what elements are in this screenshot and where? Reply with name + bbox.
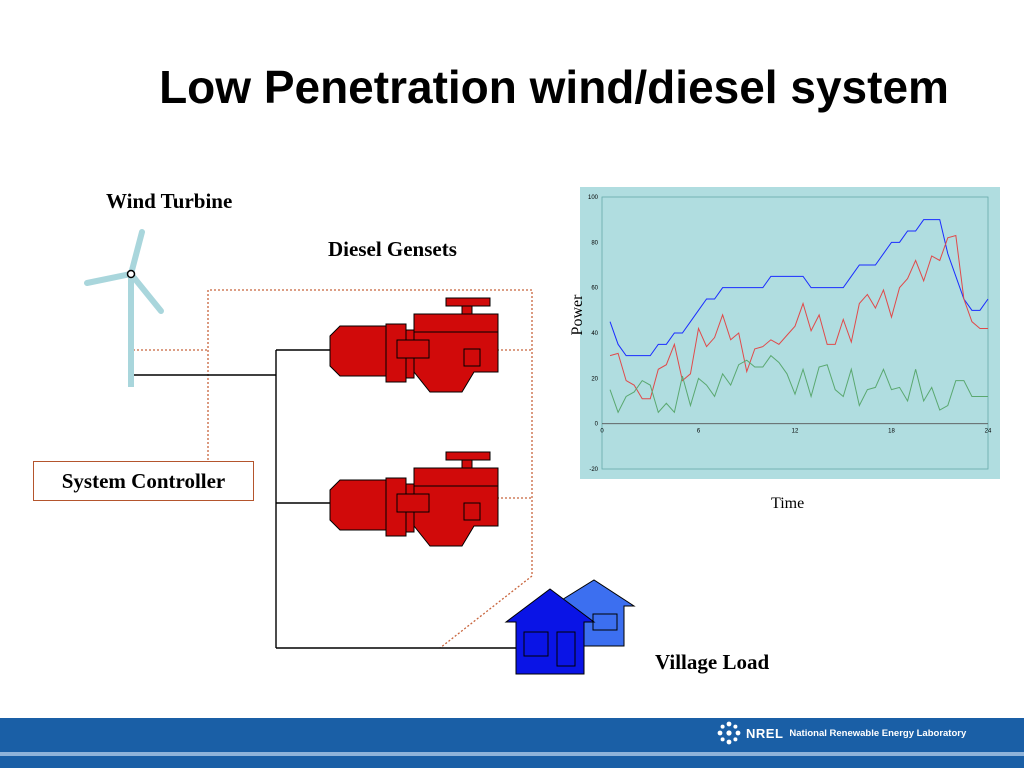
footer-stripe	[0, 752, 1024, 756]
system-diagram	[84, 229, 636, 675]
nrel-organization-name: National Renewable Energy Laboratory	[789, 727, 967, 739]
diesel-gensets-label: Diesel Gensets	[328, 237, 457, 261]
village-load-label: Village Load	[655, 650, 770, 674]
series-line-blue	[609, 219, 989, 357]
y-tick-label: 40	[591, 331, 598, 337]
series-line-green	[609, 354, 988, 414]
x-tick-label: 18	[888, 429, 895, 435]
wind-turbine-icon	[84, 229, 164, 387]
nrel-mark: NREL	[746, 725, 784, 741]
plot-area	[601, 196, 989, 470]
chart-x-axis-label: Time	[771, 495, 805, 512]
y-tick-label: 20	[591, 376, 598, 382]
chart-y-axis-label: Power	[569, 294, 586, 336]
x-tick-label: 24	[985, 429, 992, 435]
footer-band	[0, 718, 1024, 768]
diesel-genset-icon	[329, 451, 499, 547]
power-chart: -20 0 20 40 60 80 100 0 6 12 18 24	[580, 187, 1000, 479]
y-tick-label: 80	[591, 240, 598, 246]
x-tick-label: 6	[697, 429, 701, 435]
y-tick-label: -20	[589, 467, 598, 473]
series-line-red	[609, 234, 988, 400]
power-bus	[133, 349, 516, 649]
control-wiring	[133, 289, 533, 649]
x-tick-label: 0	[600, 429, 604, 435]
nrel-burst-icon	[717, 721, 741, 745]
village-house-icon	[504, 588, 596, 675]
y-tick-label: 60	[591, 286, 598, 292]
y-tick-label: 0	[595, 422, 599, 428]
nrel-logo: NREL National Renewable Energy Laborator…	[716, 720, 966, 746]
x-tick-label: 12	[792, 429, 799, 435]
diesel-genset-icon	[329, 297, 499, 393]
y-tick-label: 100	[588, 195, 599, 201]
wind-turbine-label: Wind Turbine	[106, 189, 233, 213]
system-controller-box: System Controller	[33, 461, 254, 501]
slide-title: Low Penetration wind/diesel system	[159, 61, 949, 113]
chart-background	[580, 187, 1000, 479]
